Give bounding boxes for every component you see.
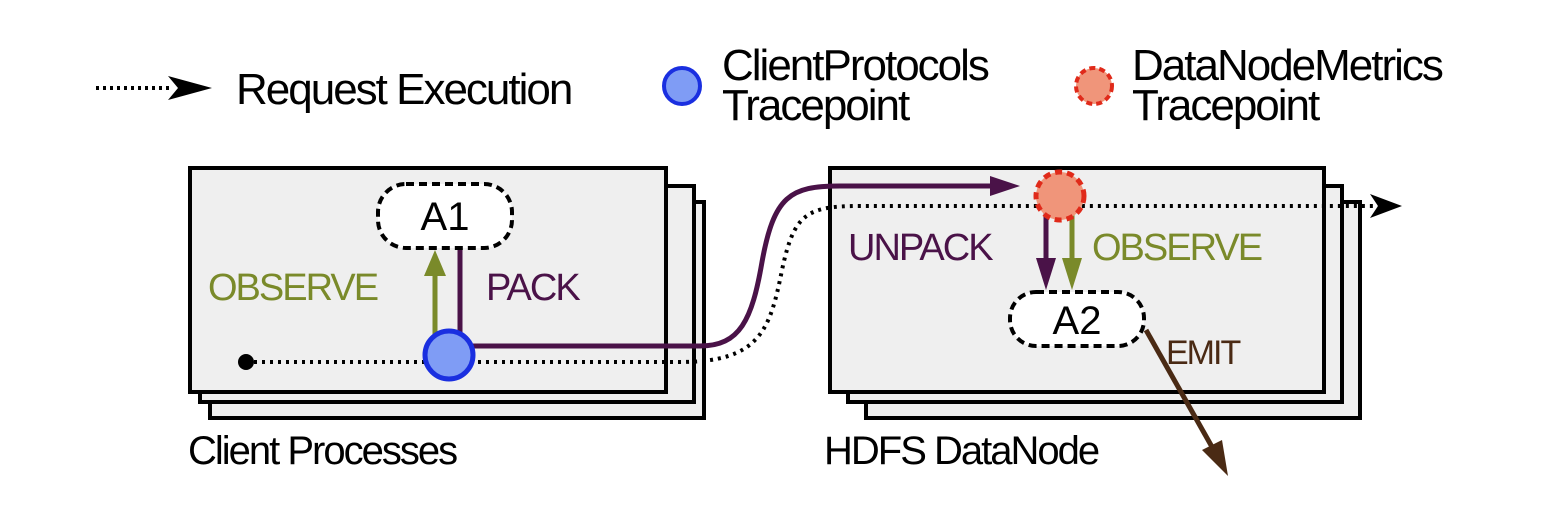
- datanode-tracepoint-legend-icon: [1074, 66, 1114, 106]
- legend-datanode-tracepoint-line2: Tracepoint: [1132, 81, 1320, 130]
- legend-datanode-tracepoint-line1: DataNodeMetrics: [1132, 41, 1443, 90]
- legend: Request Execution ClientProtocols Tracep…: [96, 41, 1445, 130]
- legend-client-tracepoint-line2: Tracepoint: [722, 81, 910, 130]
- pack-label: PACK: [486, 267, 580, 309]
- request-execution-legend-arrow-icon: [96, 76, 212, 100]
- datanode-observe-label: OBSERVE: [1092, 227, 1262, 269]
- request-execution-path: [238, 194, 1402, 370]
- a1-label: A1: [421, 195, 470, 239]
- client-observe-arrow: [424, 250, 446, 335]
- pack-flow-line: [457, 183, 990, 349]
- legend-client-tracepoint-line1: ClientProtocols: [722, 41, 989, 90]
- hdfs-datanode-label: HDFS DataNode: [824, 429, 1099, 473]
- pack-flow-arrowhead-icon: [990, 176, 1020, 196]
- legend-request-execution: Request Execution: [236, 65, 571, 114]
- datanode-metrics-tracepoint: [1033, 169, 1087, 223]
- a1-node: [376, 182, 514, 250]
- emit-label: EMIT: [1166, 334, 1240, 372]
- client-processes-label: Client Processes: [188, 429, 457, 473]
- request-execution-arrowhead-icon: [1370, 194, 1402, 218]
- unpack-label: UNPACK: [848, 227, 993, 269]
- a2-label: A2: [1053, 299, 1102, 343]
- a2-node: [1008, 290, 1146, 348]
- client-tracepoint-legend-icon: [662, 66, 702, 106]
- emit-arrow: [1143, 328, 1228, 476]
- hdfs-datanode-stack: [828, 166, 1362, 420]
- client-observe-label: OBSERVE: [208, 267, 378, 309]
- client-protocols-tracepoint: [422, 328, 476, 382]
